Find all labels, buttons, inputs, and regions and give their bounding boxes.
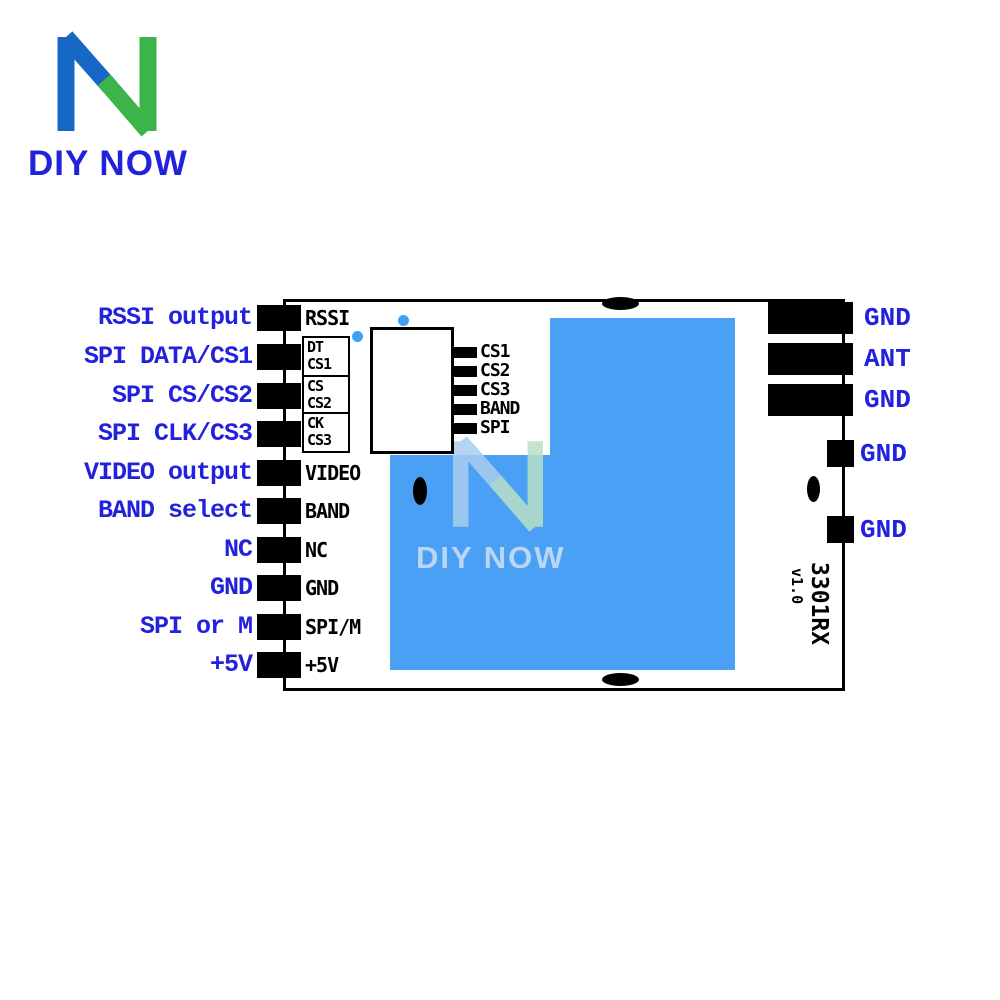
silk-ck: CK <box>307 414 324 432</box>
silk-nc: NC <box>305 538 328 562</box>
pad-spi-m <box>257 614 301 640</box>
silk-5v: +5V <box>305 653 339 677</box>
silk-cs1: CS1 <box>307 355 332 373</box>
silk-rssi: RSSI <box>305 306 350 330</box>
pin-label-gnd-right-2: GND <box>864 385 911 415</box>
hdr-label-cs2: CS2 <box>480 360 510 381</box>
pad-rssi <box>257 305 301 331</box>
via-oval-left <box>413 477 427 505</box>
pad-video <box>257 460 301 486</box>
watermark-logo-icon <box>453 436 543 532</box>
pad-gnd-right-3 <box>827 440 854 467</box>
silk-cs2: CS2 <box>307 394 332 412</box>
pad-gnd-right-4 <box>827 516 854 543</box>
hdr-pad-band <box>453 404 477 415</box>
bottom-notch <box>602 673 639 686</box>
pin-label-video-output: VIDEO output <box>83 458 253 487</box>
silk-spi-m: SPI/M <box>305 615 361 639</box>
top-notch <box>602 297 639 310</box>
shield-region-upper <box>550 318 735 670</box>
pin-label-gnd-right-1: GND <box>864 303 911 333</box>
pin-label-spi-clk-cs3: SPI CLK/CS3 <box>97 419 253 448</box>
pad-ck-cs3 <box>257 421 301 447</box>
pad-gnd-left <box>257 575 301 601</box>
pin-label-band-select: BAND select <box>97 496 253 525</box>
pin-label-gnd-right-3: GND <box>860 439 907 469</box>
pin-label-spi-data-cs1: SPI DATA/CS1 <box>83 342 253 371</box>
hdr-label-cs3: CS3 <box>480 379 510 400</box>
pin-label-plus5v: +5V <box>209 650 253 679</box>
silk-dt: DT <box>307 338 324 356</box>
brand-logo-icon <box>57 31 157 137</box>
pin-label-spi-cs-cs2: SPI CS/CS2 <box>111 381 253 410</box>
pin-label-gnd: GND <box>209 573 253 602</box>
pad-ant <box>768 343 853 375</box>
pin-label-spi-or-m: SPI or M <box>139 612 253 641</box>
pad-nc <box>257 537 301 563</box>
pin-label-ant: ANT <box>864 344 911 374</box>
hdr-pad-cs2 <box>453 366 477 377</box>
silk-gnd: GND <box>305 576 339 600</box>
pad-5v <box>257 652 301 678</box>
pad-band <box>257 498 301 524</box>
pad-dt-cs1 <box>257 344 301 370</box>
silk-cell-cs-cs2: CS CS2 <box>304 375 348 412</box>
silk-cell-dt-cs1: DT CS1 <box>304 338 348 375</box>
hdr-pad-cs1 <box>453 347 477 358</box>
pad-cs-cs2 <box>257 383 301 409</box>
board-marking: 3301RX v1.0 <box>788 562 832 645</box>
hdr-pad-spi <box>453 423 477 434</box>
brand-name: DIY NOW <box>28 144 188 183</box>
pin-label-gnd-right-4: GND <box>860 515 907 545</box>
solder-dot-left <box>352 331 363 342</box>
watermark-text: DIY NOW <box>416 540 566 575</box>
silk-band: BAND <box>305 499 350 523</box>
silk-cell-ck-cs3: CK CS3 <box>304 412 348 449</box>
silk-cs3: CS3 <box>307 431 332 449</box>
pin-label-rssi-output: RSSI output <box>97 303 253 332</box>
silk-connector-block: DT CS1 CS CS2 CK CS3 <box>302 336 350 453</box>
solder-dot-top <box>398 315 409 326</box>
board-model: 3301RX <box>806 562 832 646</box>
ic-chip <box>370 327 454 454</box>
via-oval-right <box>807 476 820 502</box>
pin-label-nc: NC <box>223 535 253 564</box>
pad-gnd-right-1 <box>768 302 853 334</box>
board-version: v1.0 <box>788 568 806 605</box>
pad-gnd-right-2 <box>768 384 853 416</box>
silk-video: VIDEO <box>305 461 361 485</box>
hdr-label-spi: SPI <box>480 417 510 438</box>
hdr-label-band: BAND <box>480 398 520 419</box>
silk-cs: CS <box>307 377 324 395</box>
hdr-label-cs1: CS1 <box>480 341 510 362</box>
hdr-pad-cs3 <box>453 385 477 396</box>
